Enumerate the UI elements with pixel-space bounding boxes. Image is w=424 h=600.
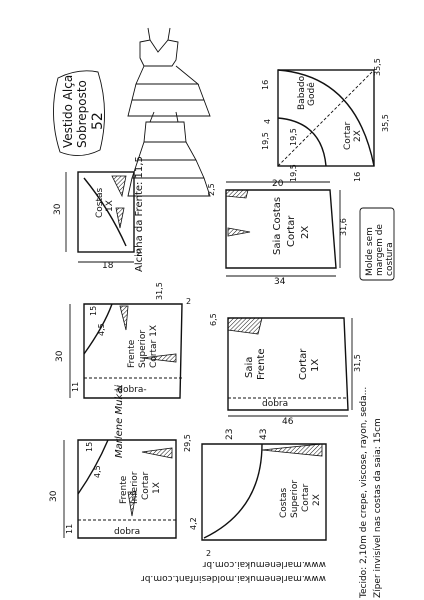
gode-line3: Cortar (343, 121, 353, 150)
costas-superior-dim-23: 23 (225, 429, 235, 440)
gode-line2: Godê (306, 82, 317, 106)
costas-superior-line3: Cortar (301, 483, 311, 512)
alcinha-label: Alcinha da Frente: 11,5 (134, 156, 145, 272)
note-line3: costura (385, 242, 395, 276)
piece-frente-superior: Frente Superior Cortar 1X -dobra- 30 11 … (55, 282, 191, 399)
frente-inferior-dim-30: 30 (49, 490, 59, 502)
gode-dim-355a: 35,5 (373, 58, 382, 76)
signature: Marlene Mukai (114, 385, 125, 458)
gode-dim-4: 4 (263, 119, 272, 124)
saia-frente-line3: Cortar (298, 348, 309, 380)
costas-superior-line1: Costas (279, 487, 289, 518)
saia-frente-dobra: dobra (262, 399, 288, 409)
frente-inferior-line4: 1X (152, 482, 162, 494)
gode-dim-355b: 35,5 (381, 114, 390, 132)
frente-superior-dim-15: 15 (89, 306, 98, 316)
gode-dim-16b: 16 (353, 172, 362, 182)
gode-dim-16a: 16 (261, 80, 270, 90)
fabric-note: Tecido: 2,10m de crepe, viscose, rayon, … (359, 387, 383, 599)
frente-superior-line3: Cortar 1X (149, 325, 159, 368)
saia-costas-line2: Cortar (286, 215, 297, 247)
piece-saia-costas: Saia Costas Cortar 2X 2,5 20 34 31,6 (207, 179, 348, 287)
frente-superior-line1: Frente (127, 339, 137, 368)
frente-superior-dobra: -dobra- (114, 385, 147, 395)
fabric-note-line2: Zíper invisível nas costas da saia: 15cm (373, 418, 383, 598)
title-line1: Vestido Alça (61, 75, 75, 148)
piece-costas-superior: Costas Superior Cortar 2X 23 43 4,2 2 (189, 429, 327, 558)
saia-frente-dim-315: 31,5 (353, 354, 362, 372)
saia-costas-dim-316: 31,6 (339, 218, 348, 236)
frente-superior-dim-11: 11 (71, 382, 80, 392)
saia-frente-line4: 1X (310, 359, 321, 372)
saia-costas-dim-20: 20 (272, 179, 284, 189)
frente-superior-line2: Superior (138, 330, 148, 368)
frente-inferior-dim-45: 4,5 (93, 465, 102, 478)
frente-inferior-dobra: dobra (114, 527, 140, 537)
piece-saia-frente: Saia Frente Cortar 1X dobra 6,5 31,5 46 (209, 313, 362, 427)
saia-frente-dim-65: 6,5 (209, 313, 218, 326)
piece-frente-inferior: Frente Inferior Cortar 1X dobra 30 11 15… (49, 434, 192, 539)
frente-inferior-line3: Cortar (141, 471, 151, 500)
costas-superior-dim-2: 2 (206, 549, 211, 558)
fabric-note-line1: Tecido: 2,10m de crepe, viscose, rayon, … (359, 387, 369, 599)
saia-frente-line1: Saia (244, 357, 255, 378)
alcinha-dim-2: 2 (136, 249, 142, 259)
gode-dim-195b: 19,5 (289, 128, 298, 146)
piece-alcinha: Costas 1X 30 2 18 Alcinha da Frente: 11,… (53, 156, 145, 272)
frente-inferior-dim-11: 11 (65, 524, 74, 534)
title-line2: Sobreposto (75, 80, 89, 148)
saia-costas-line3: 2X (300, 226, 311, 239)
frente-inferior-line2: Inferior (130, 471, 140, 504)
websites: www.marlenemukai.com.br www.marlenemukai… (141, 559, 326, 583)
saia-costas-line1: Saia Costas (272, 197, 283, 255)
saia-costas-dim-25: 2,5 (207, 183, 216, 196)
frente-superior-dim-30: 30 (55, 350, 65, 362)
costas-superior-dim-42: 4,2 (189, 517, 198, 530)
signature-text: Marlene Mukai (114, 385, 125, 458)
dress-illustration (127, 27, 211, 197)
website-line1: www.marlenemukai.com.br (202, 559, 326, 569)
costas-superior-line4: 2X (312, 494, 322, 506)
saia-frente-dim-46: 46 (282, 417, 294, 427)
title-cloud (53, 70, 105, 156)
frente-inferior-dim-15: 15 (85, 442, 94, 452)
note-line1: Molde sem (365, 227, 375, 276)
frente-superior-dim-2: 2 (186, 297, 191, 306)
saia-frente-line2: Frente (256, 349, 267, 380)
gode-dim-195c: 19,5 (289, 164, 298, 182)
costas-superior-dim-43: 43 (259, 429, 269, 440)
costas-superior-line2: Superior (290, 480, 300, 518)
frente-superior-dim-315: 31,5 (155, 282, 164, 300)
title-number: 52 (90, 112, 106, 130)
gode-line1: Babado (297, 75, 307, 110)
alcinha-dim-18: 18 (102, 261, 114, 271)
alcinha-costas-label: Costas (95, 187, 105, 218)
seam-note: Molde sem margem de costura (359, 207, 395, 281)
website-line2: www.marlenemukai.moldesinfant.com.br (141, 573, 326, 583)
frente-superior-dim-45: 4,5 (97, 323, 106, 336)
gode-dim-195a: 19,5 (261, 132, 270, 150)
frente-inferior-line1: Frente (119, 475, 129, 504)
gode-line4: 2X (353, 130, 363, 142)
frente-inferior-dim-295: 29,5 (183, 434, 192, 452)
title-block: Vestido Alça Sobreposto 52 (61, 75, 106, 148)
piece-babado-gode: Babado Godê Cortar 2X 16 16 35,5 35,5 19… (261, 58, 390, 182)
note-line2: margem de (375, 224, 385, 276)
saia-costas-dim-34: 34 (274, 277, 286, 287)
alcinha-costas-qty: 1X (105, 200, 115, 212)
alcinha-dim-30: 30 (53, 203, 63, 215)
